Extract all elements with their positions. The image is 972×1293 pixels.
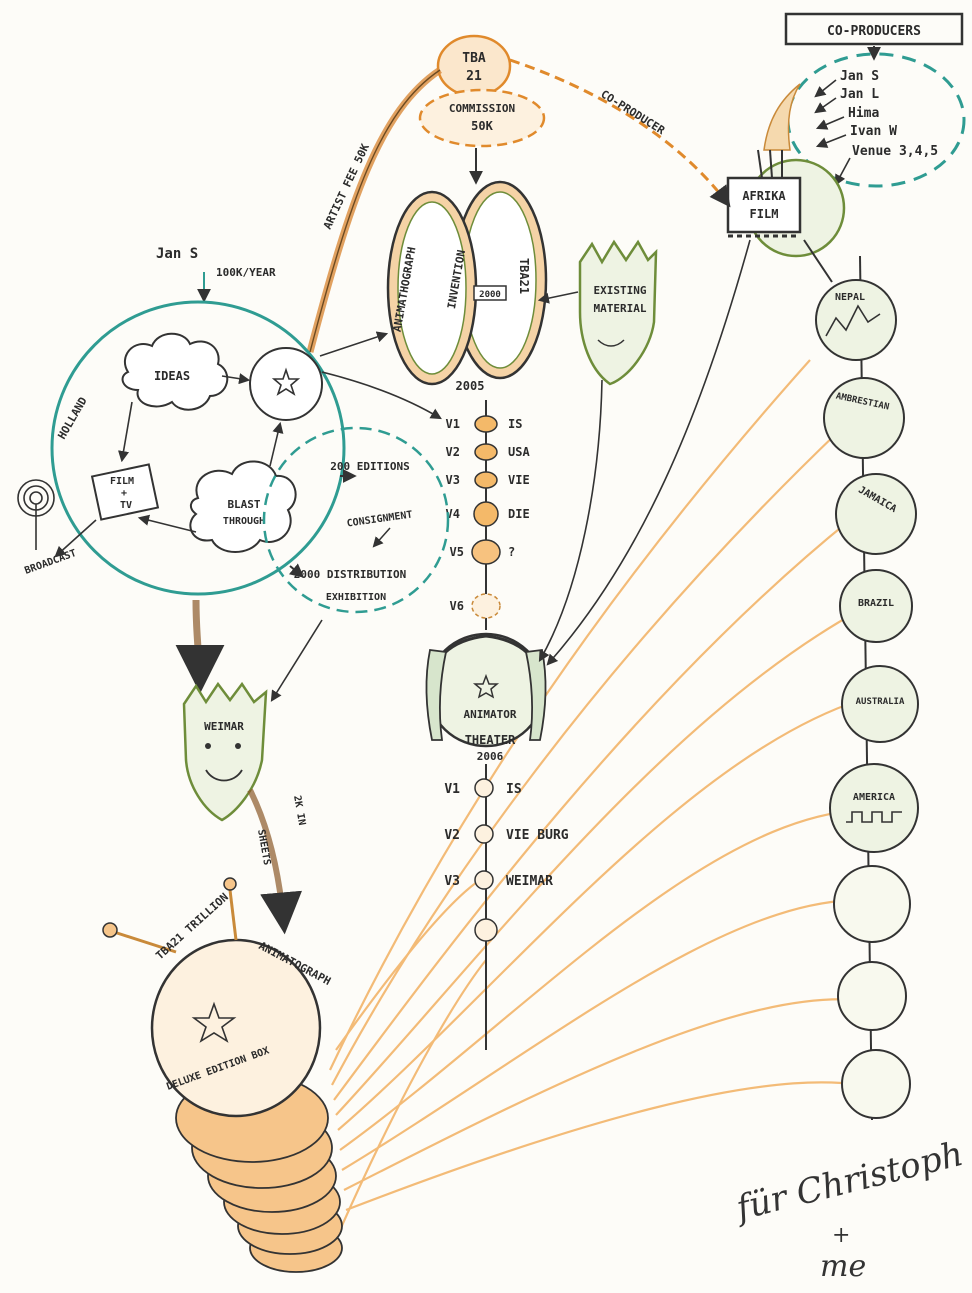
- africa-label: AFRIKA: [742, 189, 786, 203]
- weimar-label: WEIMAR: [204, 720, 244, 733]
- invention-disc: ANIMATHOGRAPH INVENTION TBA21 2000: [388, 182, 546, 384]
- country-label: BRAZIL: [858, 598, 894, 609]
- jan-s-name: Jan S: [156, 246, 198, 262]
- commission-amount: 50K: [471, 119, 493, 133]
- dedication-line-3: me: [820, 1249, 866, 1284]
- theater-sub-label: THEATER: [465, 733, 516, 747]
- weimar-note: 2K IN: [291, 795, 307, 827]
- co-producer-names: Jan S Jan L Hima Ivan W Venue 3,4,5: [840, 69, 938, 159]
- tv-label: TV: [120, 500, 132, 511]
- star-circle: [250, 348, 322, 420]
- version-location: VIE: [508, 473, 530, 487]
- disc-right-label: TBA21: [517, 258, 531, 294]
- versions-a: V1 IS V2 USA V3 VIE V4 DIE V5 ? V6: [446, 416, 531, 618]
- consignment-label: CONSIGNMENT: [346, 509, 413, 529]
- dedication: für Christoph + me: [730, 1134, 968, 1284]
- country-label: AUSTRALIA: [856, 697, 905, 707]
- dedication-line-2: +: [832, 1223, 850, 1248]
- version-location: ?: [508, 545, 515, 559]
- country-chain: NEPAL AMBRESTIAN JAMAICA BRAZIL AUSTRALI…: [816, 280, 918, 1118]
- version-location: DIE: [508, 507, 530, 521]
- co-producer-name: Jan S: [840, 69, 879, 84]
- orange-threads: [330, 360, 860, 1230]
- versions-b: V1 IS V2 VIE BURG V3 WEIMAR: [444, 779, 568, 941]
- version-id: V1: [446, 417, 460, 431]
- co-producer-name: Hima: [848, 106, 879, 121]
- blast-sub-label: THROUGH: [223, 516, 265, 527]
- version-id: V5: [450, 545, 464, 559]
- version-id: V3: [446, 473, 460, 487]
- version-id: V2: [444, 828, 460, 843]
- version-location: WEIMAR: [506, 874, 553, 889]
- commission-label: COMMISSION: [449, 102, 515, 115]
- version-location: IS: [508, 417, 522, 431]
- co-producers-label: CO-PRODUCERS: [827, 24, 921, 39]
- co-producer-name: Jan L: [840, 87, 879, 102]
- disc-year: 2005: [456, 379, 485, 393]
- broadcast-label: BROADCAST: [23, 548, 78, 577]
- blast-label: BLAST: [227, 498, 260, 511]
- exhibition-label: EXHIBITION: [326, 592, 386, 603]
- dedication-line-1: für Christoph: [730, 1134, 968, 1230]
- ideas-label: IDEAS: [154, 369, 190, 383]
- co-producer-name: Ivan W: [850, 124, 897, 139]
- theater-label: ANIMATOR: [464, 708, 517, 721]
- tba21-node: [438, 36, 510, 96]
- film-tv-plus: +: [121, 488, 127, 499]
- version-id: V3: [444, 874, 460, 889]
- version-location: VIE BURG: [506, 828, 569, 843]
- version-location: IS: [506, 782, 522, 797]
- co-producer-name: Venue 3,4,5: [852, 144, 938, 159]
- version-id: V6: [450, 599, 464, 613]
- antenna-icon: [18, 480, 54, 550]
- jan-s-fee: 100K/YEAR: [216, 266, 276, 279]
- disc-hub-label: 2000: [479, 290, 501, 300]
- version-location: USA: [508, 445, 530, 459]
- material-label: MATERIAL: [594, 302, 647, 315]
- editions-label: 200 EDITIONS: [330, 460, 409, 473]
- africa-film-box: [728, 178, 800, 232]
- theater-node: [426, 634, 545, 746]
- deluxe-roll: [103, 878, 342, 1272]
- film-label: FILM: [110, 476, 134, 487]
- distribution-label: 2000 DISTRIBUTION: [294, 568, 407, 581]
- tba21-number: 21: [466, 69, 482, 84]
- commission-node: [420, 90, 544, 146]
- tba21-label: TBA: [462, 51, 486, 66]
- theater-year: 2006: [477, 750, 504, 763]
- africa-film-label: FILM: [750, 207, 779, 221]
- co-producer-link-label: CO-PRODUCER: [598, 88, 667, 138]
- version-id: V2: [446, 445, 460, 459]
- country-label: NEPAL: [835, 292, 865, 303]
- country-label: AMERICA: [853, 792, 895, 803]
- existing-label: EXISTING: [594, 284, 647, 297]
- version-id: V1: [444, 782, 460, 797]
